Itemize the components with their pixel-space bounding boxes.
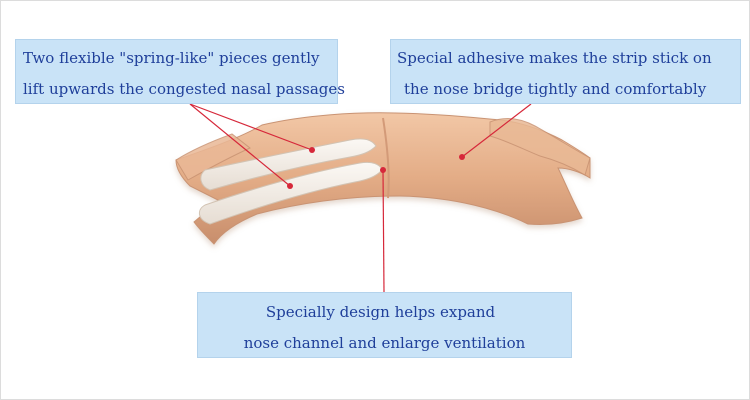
strip-left-flap-upper xyxy=(175,133,251,181)
pointer-dots xyxy=(287,147,465,189)
callout-design: Specially design helps expand nose chann… xyxy=(197,292,572,358)
callout-spring-pieces-line-1: Two flexible "spring-like" pieces gently xyxy=(23,49,320,67)
callout-adhesive: Special adhesive makes the strip stick o… xyxy=(390,39,741,104)
callout-design-line-2: nose channel and enlarge ventilation xyxy=(243,334,526,352)
spring-piece-upper xyxy=(200,138,377,191)
pointer-line-design xyxy=(382,169,385,293)
callout-design-line-1: Specially design helps expand xyxy=(265,303,496,321)
strip-right-flap-upper xyxy=(489,118,591,176)
callout-spring-pieces: Two flexible "spring-like" pieces gently… xyxy=(15,39,345,104)
pointer-dot-adhesive xyxy=(459,154,465,160)
pointer-dot-spring-upper xyxy=(309,147,315,153)
callout-adhesive-line-1: Special adhesive makes the strip stick o… xyxy=(397,49,712,67)
spring-piece-lower xyxy=(198,161,383,225)
callout-spring-pieces-line-2: lift upwards the congested nasal passage… xyxy=(23,80,345,98)
callout-adhesive-line-2: the nose bridge tightly and comfortably xyxy=(404,80,707,98)
pointer-dot-spring-lower xyxy=(287,183,293,189)
pointer-dot-design xyxy=(380,167,386,173)
pointer-lines xyxy=(189,103,532,293)
pointer-line-spring-upper xyxy=(189,103,313,151)
pointer-line-spring-lower xyxy=(189,103,291,187)
strip-center-fold xyxy=(382,117,390,199)
pointer-line-adhesive xyxy=(461,103,532,158)
